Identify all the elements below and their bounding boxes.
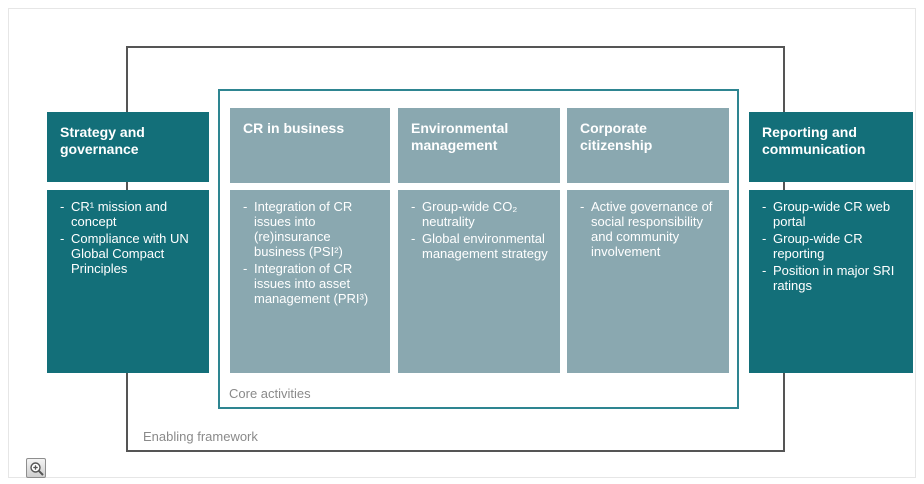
reporting-header: Reporting and communication <box>749 112 913 182</box>
cr-business-item: Integration of CR issues into (re)insura… <box>243 199 380 259</box>
cr-business-header: CR in business <box>230 108 390 183</box>
strategy-header: Strategy and governance <box>47 112 209 182</box>
reporting-body: Group-wide CR web portal Group-wide CR r… <box>749 190 913 373</box>
reporting-item: Group-wide CR web portal <box>762 199 903 229</box>
environmental-item: Group-wide CO₂ neutrality <box>411 199 550 229</box>
strategy-item: Compliance with UN Global Compact Princi… <box>60 231 199 276</box>
enabling-framework-label: Enabling framework <box>143 429 258 444</box>
environmental-item: Global environmental management strategy <box>411 231 550 261</box>
zoom-in-button[interactable] <box>26 458 46 478</box>
citizenship-header: Corporate citizenship <box>567 108 729 183</box>
strategy-body: CR¹ mission and concept Compliance with … <box>47 190 209 373</box>
reporting-item: Group-wide CR reporting <box>762 231 903 261</box>
cr-business-body: Integration of CR issues into (re)insura… <box>230 190 390 373</box>
citizenship-body: Active governance of social responsibili… <box>567 190 729 373</box>
zoom-in-icon <box>30 462 44 476</box>
core-activities-label: Core activities <box>229 386 311 401</box>
cr-business-item: Integration of CR issues into asset mana… <box>243 261 380 306</box>
reporting-item: Position in major SRI ratings <box>762 263 903 293</box>
environmental-header: Environmental management <box>398 108 560 183</box>
citizenship-item: Active governance of social responsibili… <box>580 199 719 259</box>
strategy-item: CR¹ mission and concept <box>60 199 199 229</box>
environmental-body: Group-wide CO₂ neutrality Global environ… <box>398 190 560 373</box>
